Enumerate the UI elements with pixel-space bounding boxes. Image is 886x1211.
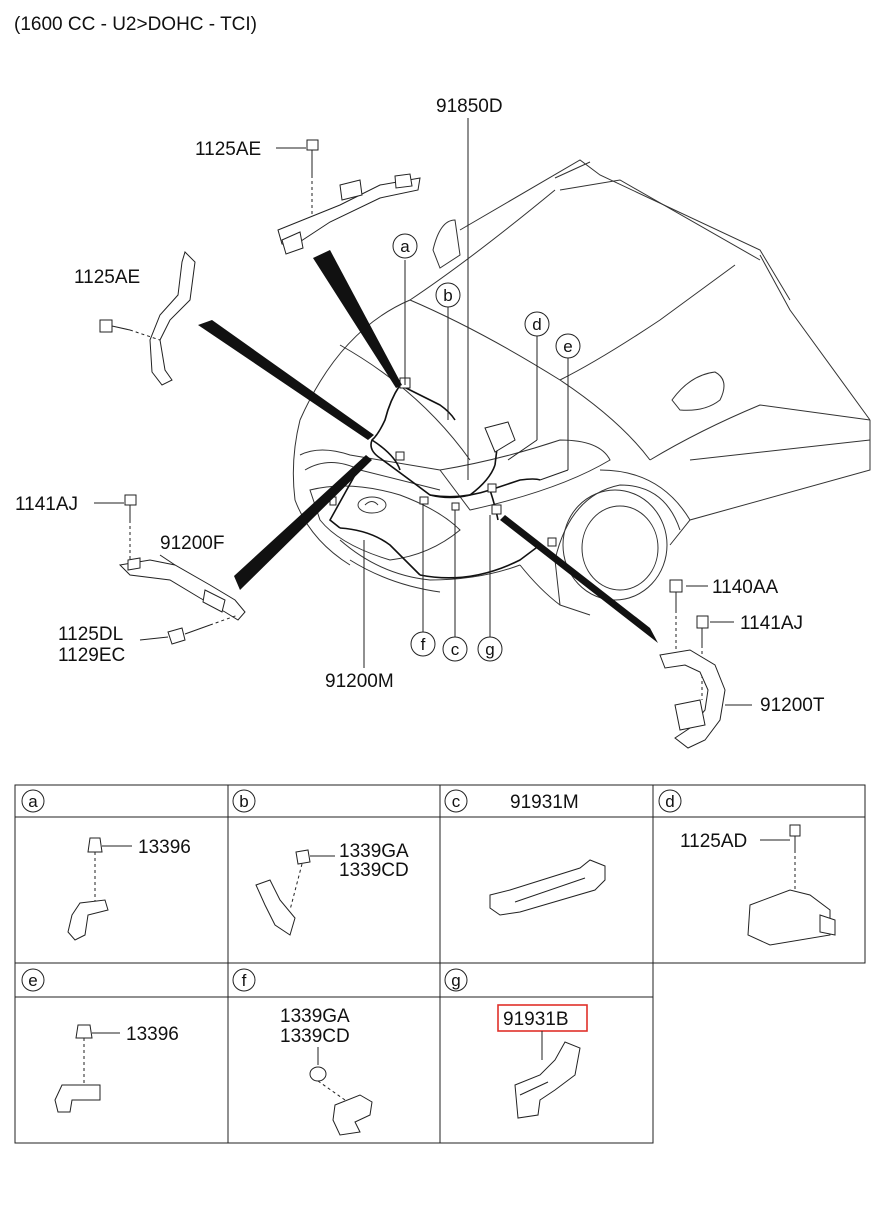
detail-cell-c: c 91931M (444, 789, 606, 916)
callout-d: d (524, 311, 550, 337)
part-91200t-assembly (659, 579, 752, 749)
svg-text:f: f (242, 971, 247, 990)
label-1125dl: 1125DL (58, 624, 123, 645)
part-label-91931b: 91931B (503, 1009, 569, 1030)
svg-text:e: e (28, 971, 37, 990)
callout-a: a (392, 233, 418, 259)
part-label-1339ga-b: 1339GA (339, 841, 409, 862)
svg-text:d: d (665, 792, 674, 811)
engine-spec-title: (1600 CC - U2>DOHC - TCI) (14, 14, 257, 35)
callout-g: g (477, 636, 503, 662)
part-label-1339cd-b: 1339CD (339, 860, 409, 881)
detail-table (14, 784, 866, 1144)
wiring-harness (328, 377, 557, 579)
svg-text:b: b (443, 286, 452, 305)
detail-cell-a: a 13396 (21, 789, 191, 941)
callout-c: c (442, 636, 468, 662)
label-1141aj-left: 1141AJ (15, 494, 78, 515)
part-label-13396-e: 13396 (126, 1024, 179, 1045)
svg-text:a: a (28, 792, 38, 811)
callout-e: e (555, 333, 581, 359)
label-91200m: 91200M (325, 671, 394, 692)
svg-text:d: d (532, 315, 541, 334)
part-label-1125ad: 1125AD (680, 831, 747, 852)
detail-cell-g: g 91931B (444, 968, 588, 1119)
part-label-91931m: 91931M (510, 792, 579, 813)
detail-cell-d: d 1125AD (658, 789, 836, 946)
part-1125ae-top-assembly (276, 139, 421, 255)
label-1141aj-right: 1141AJ (740, 613, 803, 634)
svg-text:b: b (239, 792, 248, 811)
svg-text:g: g (485, 640, 494, 659)
pointer-wedges (198, 250, 658, 643)
label-91200f: 91200F (160, 533, 224, 554)
label-1140aa: 1140AA (712, 577, 779, 598)
label-1125ae-top: 1125AE (195, 139, 261, 160)
detail-cell-e: e 13396 (21, 968, 179, 1113)
svg-text:f: f (421, 635, 426, 654)
svg-text:a: a (400, 237, 410, 256)
label-1129ec: 1129EC (58, 645, 125, 666)
label-91200t: 91200T (760, 695, 825, 716)
car-body-outline (292, 159, 871, 616)
detail-cell-b: b 1339GA 1339CD (232, 789, 409, 936)
svg-text:g: g (451, 971, 460, 990)
part-label-13396-a: 13396 (138, 837, 191, 858)
part-91200f-assembly (94, 494, 246, 645)
part-label-1339ga-f: 1339GA (280, 1006, 350, 1027)
svg-text:c: c (452, 792, 461, 811)
svg-text:e: e (563, 337, 572, 356)
leader-lines (363, 118, 569, 668)
part-1125ae-left-assembly (99, 251, 196, 386)
label-1125ae-left: 1125AE (74, 267, 140, 288)
svg-text:c: c (451, 640, 460, 659)
label-91850d: 91850D (436, 96, 503, 117)
part-label-1339cd-f: 1339CD (280, 1026, 350, 1047)
callout-b: b (435, 282, 461, 308)
callout-f: f (410, 631, 436, 657)
detail-cell-f: f 1339GA 1339CD (232, 968, 373, 1136)
